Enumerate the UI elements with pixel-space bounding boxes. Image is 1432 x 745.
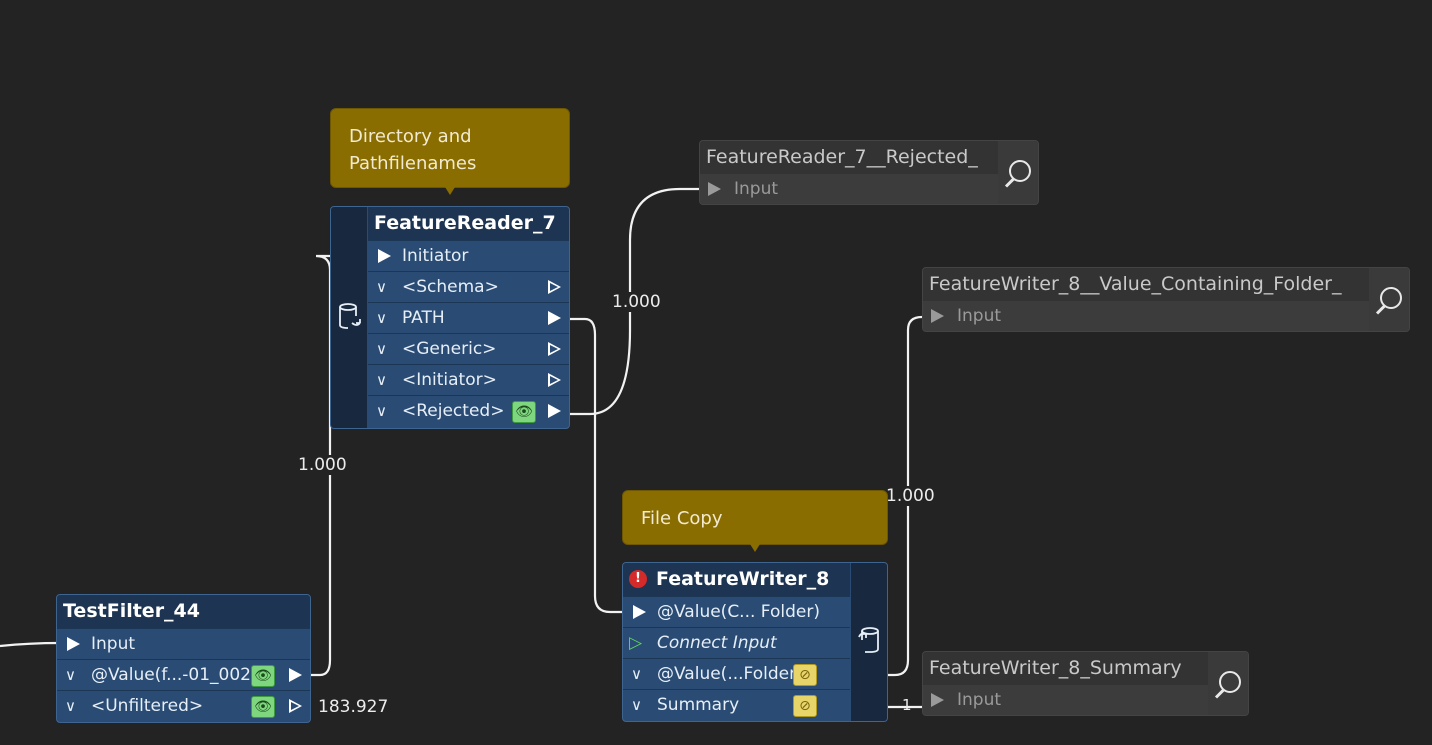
output-port-schema[interactable]: ∨ <Schema> bbox=[368, 271, 569, 302]
port-label: Input bbox=[957, 306, 1002, 326]
inspect-button[interactable] bbox=[998, 141, 1038, 204]
feature-count-label: 183.927 bbox=[318, 697, 389, 717]
chevron-down-icon[interactable]: ∨ bbox=[65, 666, 76, 684]
output-port-value[interactable]: ∨ @Value(f...-01_0026 👁 bbox=[57, 659, 310, 690]
chevron-down-icon[interactable]: ∨ bbox=[631, 696, 642, 714]
output-port-unfiltered[interactable]: ∨ <Unfiltered> 👁 bbox=[57, 690, 310, 721]
database-reader-icon bbox=[338, 301, 362, 341]
test-filter-transformer[interactable]: TestFilter_44 Input ∨ @Value(f...-01_002… bbox=[56, 594, 311, 723]
input-port-value[interactable]: @Value(C... Folder) bbox=[623, 596, 850, 627]
port-label: <Unfiltered> bbox=[91, 696, 204, 716]
port-label: @Value(C... Folder) bbox=[657, 602, 820, 622]
database-writer-icon bbox=[857, 625, 881, 665]
port-label: <Generic> bbox=[402, 339, 497, 359]
add-input-icon[interactable]: ▷ bbox=[629, 633, 643, 653]
input-port-arrow[interactable] bbox=[931, 309, 944, 323]
output-port-summary[interactable]: ∨ Summary ⊘ bbox=[623, 689, 880, 720]
writer-feature-type[interactable]: FeatureReader_7__Rejected_ Input bbox=[699, 140, 1039, 205]
error-icon[interactable]: ! bbox=[629, 570, 647, 588]
search-icon-handle bbox=[1214, 688, 1225, 699]
node-side-panel bbox=[331, 207, 367, 428]
inspect-button[interactable] bbox=[1369, 268, 1409, 331]
port-label: PATH bbox=[402, 308, 445, 328]
connection-count-label: 1.000 bbox=[610, 292, 663, 312]
connection-count-label: 1.000 bbox=[296, 455, 349, 475]
input-port[interactable]: Input bbox=[57, 628, 310, 659]
search-icon-handle bbox=[1004, 177, 1015, 188]
output-port-arrow[interactable] bbox=[548, 311, 561, 325]
output-port-generic[interactable]: ∨ <Generic> bbox=[368, 333, 569, 364]
chevron-down-icon[interactable]: ∨ bbox=[376, 402, 387, 420]
input-port[interactable]: Input bbox=[923, 301, 1369, 331]
input-port-arrow[interactable] bbox=[633, 605, 646, 619]
connect-input-port[interactable]: ▷ Connect Input bbox=[623, 627, 850, 658]
output-port-arrow[interactable] bbox=[548, 280, 561, 294]
input-port[interactable]: Input bbox=[923, 685, 1208, 715]
node-title-text: FeatureWriter_8 bbox=[656, 568, 830, 590]
annotation-bubble[interactable]: File Copy bbox=[622, 490, 888, 552]
node-title[interactable]: FeatureReader_7 bbox=[368, 207, 569, 240]
port-label: Initiator bbox=[402, 246, 469, 266]
annotation-bubble[interactable]: Directory and Pathfilenames bbox=[330, 108, 570, 195]
chevron-down-icon[interactable]: ∨ bbox=[376, 340, 387, 358]
chevron-down-icon[interactable]: ∨ bbox=[376, 371, 387, 389]
input-port[interactable]: Input bbox=[700, 174, 998, 204]
port-label: Summary bbox=[657, 695, 740, 715]
search-icon bbox=[1009, 160, 1031, 182]
feature-type-title[interactable]: FeatureWriter_8_Summary bbox=[923, 652, 1248, 685]
search-icon-handle bbox=[1375, 304, 1386, 315]
chevron-down-icon[interactable]: ∨ bbox=[376, 309, 387, 327]
output-port-rejected[interactable]: ∨ <Rejected> 👁 bbox=[368, 395, 569, 426]
port-label: Input bbox=[734, 179, 779, 199]
inspect-button[interactable] bbox=[1208, 652, 1248, 715]
port-label: Connect Input bbox=[657, 633, 777, 653]
eye-hidden-icon[interactable]: ⊘ bbox=[793, 695, 817, 717]
node-title[interactable]: TestFilter_44 bbox=[57, 595, 310, 628]
eye-hidden-icon[interactable]: ⊘ bbox=[793, 664, 817, 686]
feature-type-title[interactable]: FeatureReader_7__Rejected_ bbox=[700, 141, 1038, 174]
writer-feature-type[interactable]: FeatureWriter_8__Value_Containing_Folder… bbox=[922, 267, 1410, 332]
output-port-arrow[interactable] bbox=[548, 373, 561, 387]
output-port-arrow[interactable] bbox=[289, 668, 302, 682]
chevron-down-icon[interactable]: ∨ bbox=[631, 665, 642, 683]
port-label: <Schema> bbox=[402, 277, 499, 297]
port-label: @Value(...Folder) bbox=[657, 664, 803, 684]
output-port-arrow[interactable] bbox=[548, 342, 561, 356]
node-side-panel bbox=[851, 563, 887, 721]
input-port-arrow[interactable] bbox=[708, 182, 721, 196]
output-port-path[interactable]: ∨ PATH bbox=[368, 302, 569, 333]
eye-icon[interactable]: 👁 bbox=[251, 665, 275, 687]
connection-count-label: 1.000 bbox=[884, 486, 937, 506]
feature-type-title[interactable]: FeatureWriter_8__Value_Containing_Folder… bbox=[923, 268, 1409, 301]
input-port-initiator[interactable]: Initiator bbox=[368, 240, 569, 271]
connection-count-label: 1 bbox=[902, 696, 912, 714]
eye-icon[interactable]: 👁 bbox=[512, 401, 536, 423]
port-label: Input bbox=[91, 634, 136, 654]
output-port-initiator[interactable]: ∨ <Initiator> bbox=[368, 364, 569, 395]
search-icon bbox=[1219, 671, 1241, 693]
port-label: Input bbox=[957, 690, 1002, 710]
port-label: @Value(f...-01_0026 bbox=[91, 665, 262, 685]
input-port-arrow[interactable] bbox=[931, 693, 944, 707]
eye-icon[interactable]: 👁 bbox=[251, 696, 275, 718]
chevron-down-icon[interactable]: ∨ bbox=[65, 697, 76, 715]
output-port-arrow[interactable] bbox=[548, 404, 561, 418]
search-icon bbox=[1380, 287, 1402, 309]
input-port-arrow[interactable] bbox=[378, 249, 391, 263]
port-label: <Rejected> bbox=[402, 401, 505, 421]
feature-reader-transformer[interactable]: FeatureReader_7 Initiator ∨ <Schema> ∨ P… bbox=[330, 206, 570, 429]
writer-feature-type[interactable]: FeatureWriter_8_Summary Input bbox=[922, 651, 1249, 716]
input-port-arrow[interactable] bbox=[67, 637, 80, 651]
node-title[interactable]: ! FeatureWriter_8 bbox=[623, 563, 850, 596]
feature-writer-transformer[interactable]: ! FeatureWriter_8 @Value(C... Folder) ▷ … bbox=[622, 562, 888, 722]
port-label: <Initiator> bbox=[402, 370, 497, 390]
chevron-down-icon[interactable]: ∨ bbox=[376, 278, 387, 296]
output-port-arrow[interactable] bbox=[289, 699, 302, 713]
output-port-value-folder[interactable]: ∨ @Value(...Folder) ⊘ bbox=[623, 658, 880, 689]
